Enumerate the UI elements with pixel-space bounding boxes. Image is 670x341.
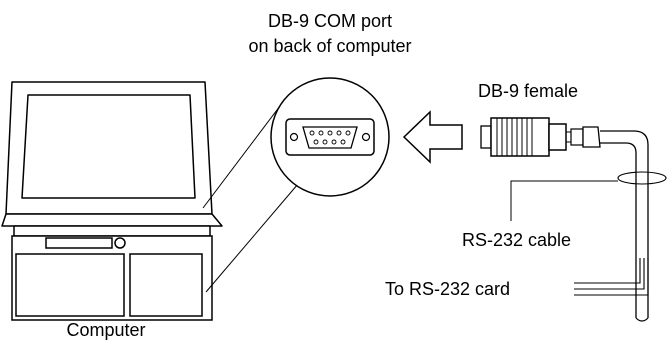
port-label-line2: on back of computer — [248, 36, 411, 56]
connector-body — [490, 117, 550, 157]
case-left-panel — [15, 253, 125, 317]
port-screw-left-icon — [289, 132, 299, 142]
port-magnifier — [270, 77, 390, 197]
connector-latch — [570, 128, 584, 146]
callout-line-bottom — [205, 183, 299, 293]
callout-line-top — [202, 97, 287, 209]
cable-jacket-inner — [600, 130, 649, 318]
connector-tail — [548, 123, 567, 151]
cable-jacket-outer — [600, 142, 637, 318]
rs232-cable — [600, 130, 667, 322]
card-label: To RS-232 card — [385, 279, 510, 299]
cable-label-leader — [510, 180, 618, 221]
monitor-screen — [21, 94, 196, 199]
case-right-panel — [129, 253, 203, 317]
connector-label: DB-9 female — [478, 81, 578, 101]
cable-marker — [617, 171, 667, 185]
monitor-base — [1, 213, 223, 227]
connector-ribs — [496, 118, 533, 156]
db9-female-connector — [480, 117, 601, 157]
computer-label: Computer — [66, 320, 145, 340]
monitor-stand — [13, 225, 211, 237]
cable-label: RS-232 cable — [462, 230, 571, 250]
power-button-icon — [114, 237, 126, 249]
port-pins — [309, 130, 351, 145]
card-wires — [574, 258, 649, 296]
port-d-sub — [302, 126, 358, 149]
port-screw-right-icon — [361, 132, 371, 142]
cable-end — [635, 317, 649, 322]
insert-arrow-icon — [402, 110, 463, 164]
callout-lines — [202, 97, 299, 293]
computer-case — [11, 235, 213, 321]
computer-monitor — [1, 81, 223, 237]
port-label-line1: DB-9 COM port — [268, 11, 392, 31]
drive-slot — [45, 237, 113, 249]
connector-boot — [582, 126, 601, 148]
connector-nose — [480, 125, 492, 149]
